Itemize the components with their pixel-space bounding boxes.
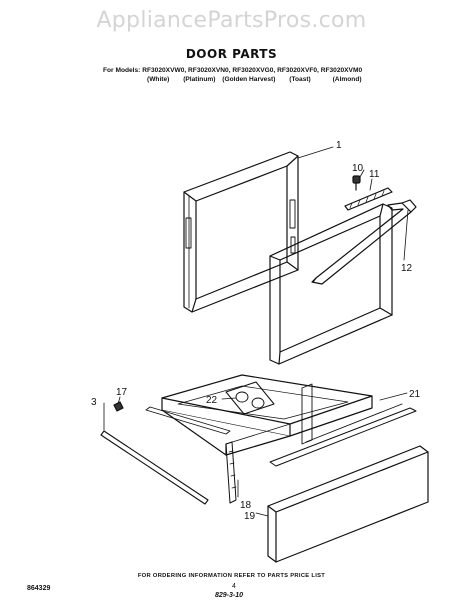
callout-22: 22 (206, 395, 218, 406)
callout-21: 21 (409, 389, 421, 400)
drawer-body (145, 374, 417, 467)
color-white: (White) (147, 76, 170, 83)
color-platinum: (Platinum) (183, 76, 216, 83)
color-toast: (Toast) (289, 76, 311, 83)
leader-lines-upper (297, 146, 409, 261)
door-handle (311, 187, 417, 285)
inner-door-frame (183, 151, 299, 313)
callout-12: 12 (401, 263, 413, 274)
color-almond: (Almond) (332, 76, 362, 83)
diagram-part-number: 864329 (27, 585, 51, 592)
callout-1: 1 (336, 140, 342, 151)
ordering-info: FOR ORDERING INFORMATION REFER TO PARTS … (137, 573, 326, 579)
page-number: 4 (232, 583, 236, 590)
callout-17: 17 (116, 387, 128, 398)
callout-18: 18 (240, 500, 252, 511)
color-golden-harvest: (Golden Harvest) (222, 76, 276, 83)
model-list: For Models: RF3020XVW0, RF3020XVN0, RF30… (103, 66, 362, 84)
callout-3: 3 (91, 397, 97, 408)
watermark: AppliancePartsPros.com (96, 8, 367, 33)
drawer-front-panel (267, 445, 429, 563)
door-panel (269, 203, 393, 365)
drawer-rail-rod (100, 430, 209, 505)
callout-11: 11 (369, 169, 380, 180)
screw (352, 175, 361, 191)
models-prefix: For Models: (103, 67, 141, 74)
handwritten-stamp: 829-3-10 (215, 592, 244, 599)
drawer-bracket (225, 441, 237, 504)
models-numbers: RF3020XVW0, RF3020XVN0, RF3020XVG0, RF30… (142, 67, 363, 74)
page-title: DOOR PARTS (185, 47, 278, 61)
callout-19: 19 (244, 511, 256, 522)
leader-lines-lower (103, 392, 408, 517)
callout-10: 10 (352, 163, 364, 174)
